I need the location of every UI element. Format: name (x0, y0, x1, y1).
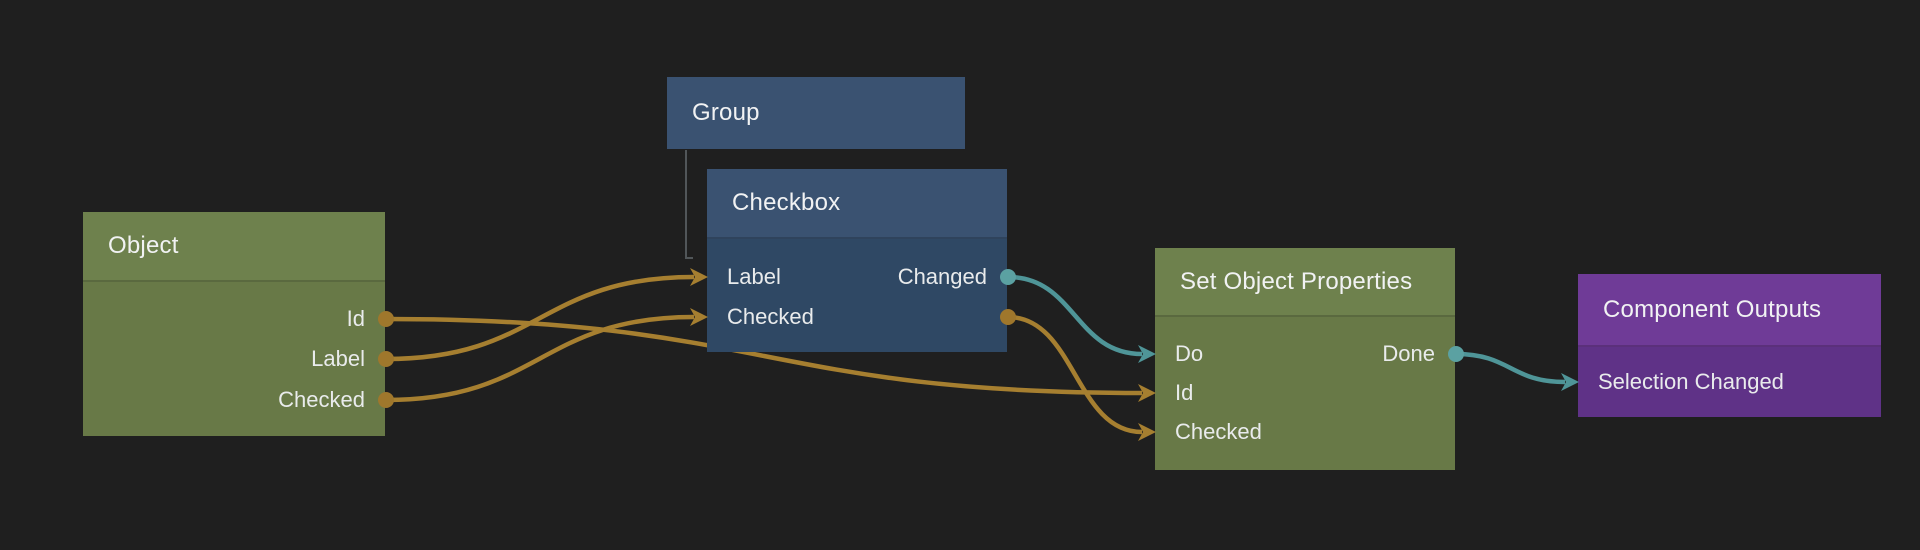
input-port-label[interactable]: Label (727, 264, 781, 289)
input-port-label[interactable]: Checked (1175, 419, 1262, 444)
node-title: Checkbox (732, 189, 841, 216)
input-port-label[interactable]: Selection Changed (1598, 369, 1784, 394)
input-port-label[interactable]: Id (1175, 380, 1194, 405)
node-title: Object (108, 232, 179, 259)
connection-wire[interactable] (1455, 351, 1566, 385)
input-port-label[interactable]: Checked (727, 304, 814, 329)
node-group[interactable]: Group (667, 77, 965, 149)
connection-wire[interactable] (385, 316, 1143, 396)
node-header-checkbox[interactable]: Checkbox (707, 169, 1007, 239)
input-port-label[interactable]: Do (1175, 341, 1204, 366)
node-header-component-outputs[interactable]: Component Outputs (1578, 274, 1881, 347)
node-title: Set Object Properties (1180, 267, 1413, 295)
connection-wire[interactable] (385, 274, 695, 362)
connection-wire[interactable] (1007, 314, 1143, 435)
output-port-label[interactable]: Changed (897, 264, 987, 289)
hierarchy-link (685, 150, 693, 259)
node-title: Group (692, 99, 760, 126)
node-title: Component Outputs (1603, 295, 1822, 323)
node-header-object[interactable]: Object (83, 212, 385, 282)
output-port-label[interactable]: Checked (278, 387, 365, 412)
output-port-label[interactable]: Label (311, 346, 365, 371)
connection-wire[interactable] (385, 314, 695, 403)
connection-wire[interactable] (1007, 274, 1143, 357)
output-port-label[interactable]: Id (346, 306, 365, 331)
node-header-set-object-properties[interactable]: Set Object Properties (1155, 248, 1455, 317)
node-header-group[interactable]: Group (667, 77, 965, 149)
output-port-label[interactable]: Done (1382, 341, 1435, 366)
